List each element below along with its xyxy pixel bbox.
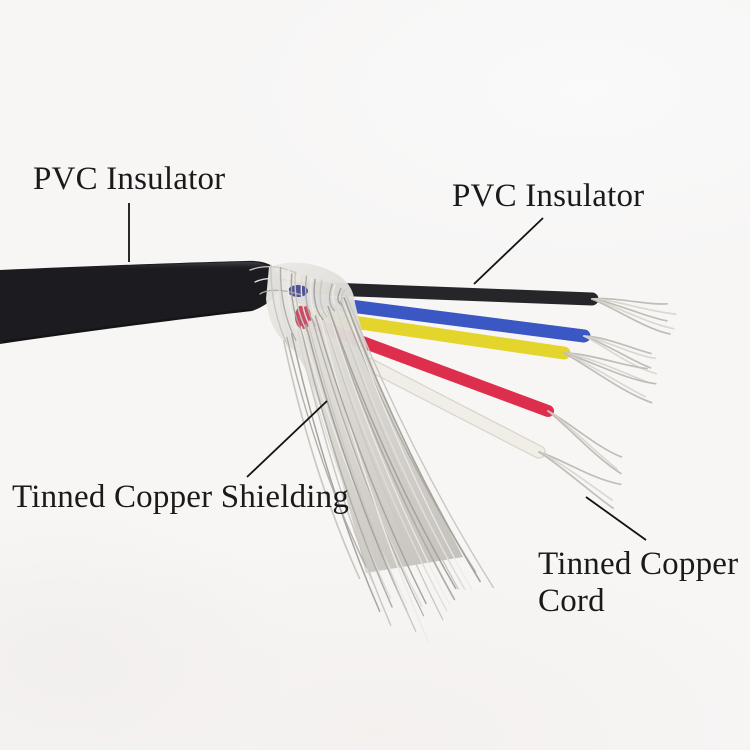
bare-strand [563, 352, 646, 398]
jacket-bottom-shadow [1, 308, 251, 344]
bare-strand [538, 451, 613, 501]
leader-pvc-right [473, 217, 544, 285]
shield-strand [300, 274, 312, 330]
bare-strand [538, 451, 622, 486]
shield-strand [327, 306, 457, 590]
bare-strand [591, 297, 668, 305]
bare-strand [547, 410, 622, 475]
shield-strand [313, 278, 324, 321]
shield-strand [319, 279, 328, 318]
shield-strand [249, 266, 297, 274]
shield-strand [342, 299, 473, 592]
leader-cord [585, 496, 647, 541]
bare-strand [547, 410, 623, 458]
shield-strand [327, 309, 456, 601]
inner-blue-core-peek [288, 285, 308, 297]
jacket-body [0, 260, 280, 344]
label-pvc-insulator-right: PVC Insulator [452, 178, 645, 214]
shield-strand [279, 266, 297, 341]
bare-strand [583, 335, 658, 375]
shield-strand [327, 308, 450, 605]
jacket-highlight [0, 261, 277, 284]
shield-strand [345, 295, 495, 589]
leader-lines [128, 203, 647, 541]
shield-strand [343, 296, 481, 583]
shield-strand [305, 324, 408, 611]
bare-strand [591, 298, 677, 315]
bare-strand [563, 352, 648, 370]
shield-strand [314, 315, 427, 605]
shield-strand [264, 301, 306, 307]
shield-strand [321, 313, 444, 621]
bare-strand [591, 298, 671, 335]
shield-strand [300, 327, 393, 608]
bare-strand [563, 352, 653, 404]
shield-strand [300, 325, 407, 604]
shield-strand [308, 320, 423, 607]
label-pvc-insulator-left: PVC Insulator [33, 161, 226, 197]
shield-strand [319, 316, 430, 643]
bare-strand [563, 352, 657, 385]
leader-shielding [246, 400, 328, 478]
shield-strand [278, 267, 293, 344]
bare-strand [583, 335, 657, 360]
label-tinned-copper-cord: Tinned Copper Cord [538, 546, 739, 619]
bare-strand [538, 451, 615, 510]
shield-strand [321, 311, 448, 612]
shield-strand [307, 322, 417, 632]
shield-strand [296, 329, 392, 599]
shield-strand [286, 336, 367, 568]
shield-braid [249, 262, 495, 643]
label-tinned-copper-shielding: Tinned Copper Shielding [12, 479, 350, 515]
core-bare-strands [538, 297, 677, 510]
shield-strand [290, 333, 381, 612]
shield-strand [294, 271, 309, 333]
shield-strand [259, 289, 303, 296]
shield-strand [328, 283, 336, 312]
shield-strand-lines [249, 264, 495, 643]
shield-strand [282, 340, 361, 580]
bare-strand [591, 298, 675, 330]
shield-strand [335, 304, 459, 590]
cable-jacket [0, 260, 280, 344]
shield-strand [297, 331, 392, 626]
shield-strand [270, 264, 289, 347]
bare-strand [583, 335, 652, 355]
bare-strand [563, 352, 649, 384]
shield-strand [334, 302, 466, 590]
shield-strand [311, 318, 425, 617]
